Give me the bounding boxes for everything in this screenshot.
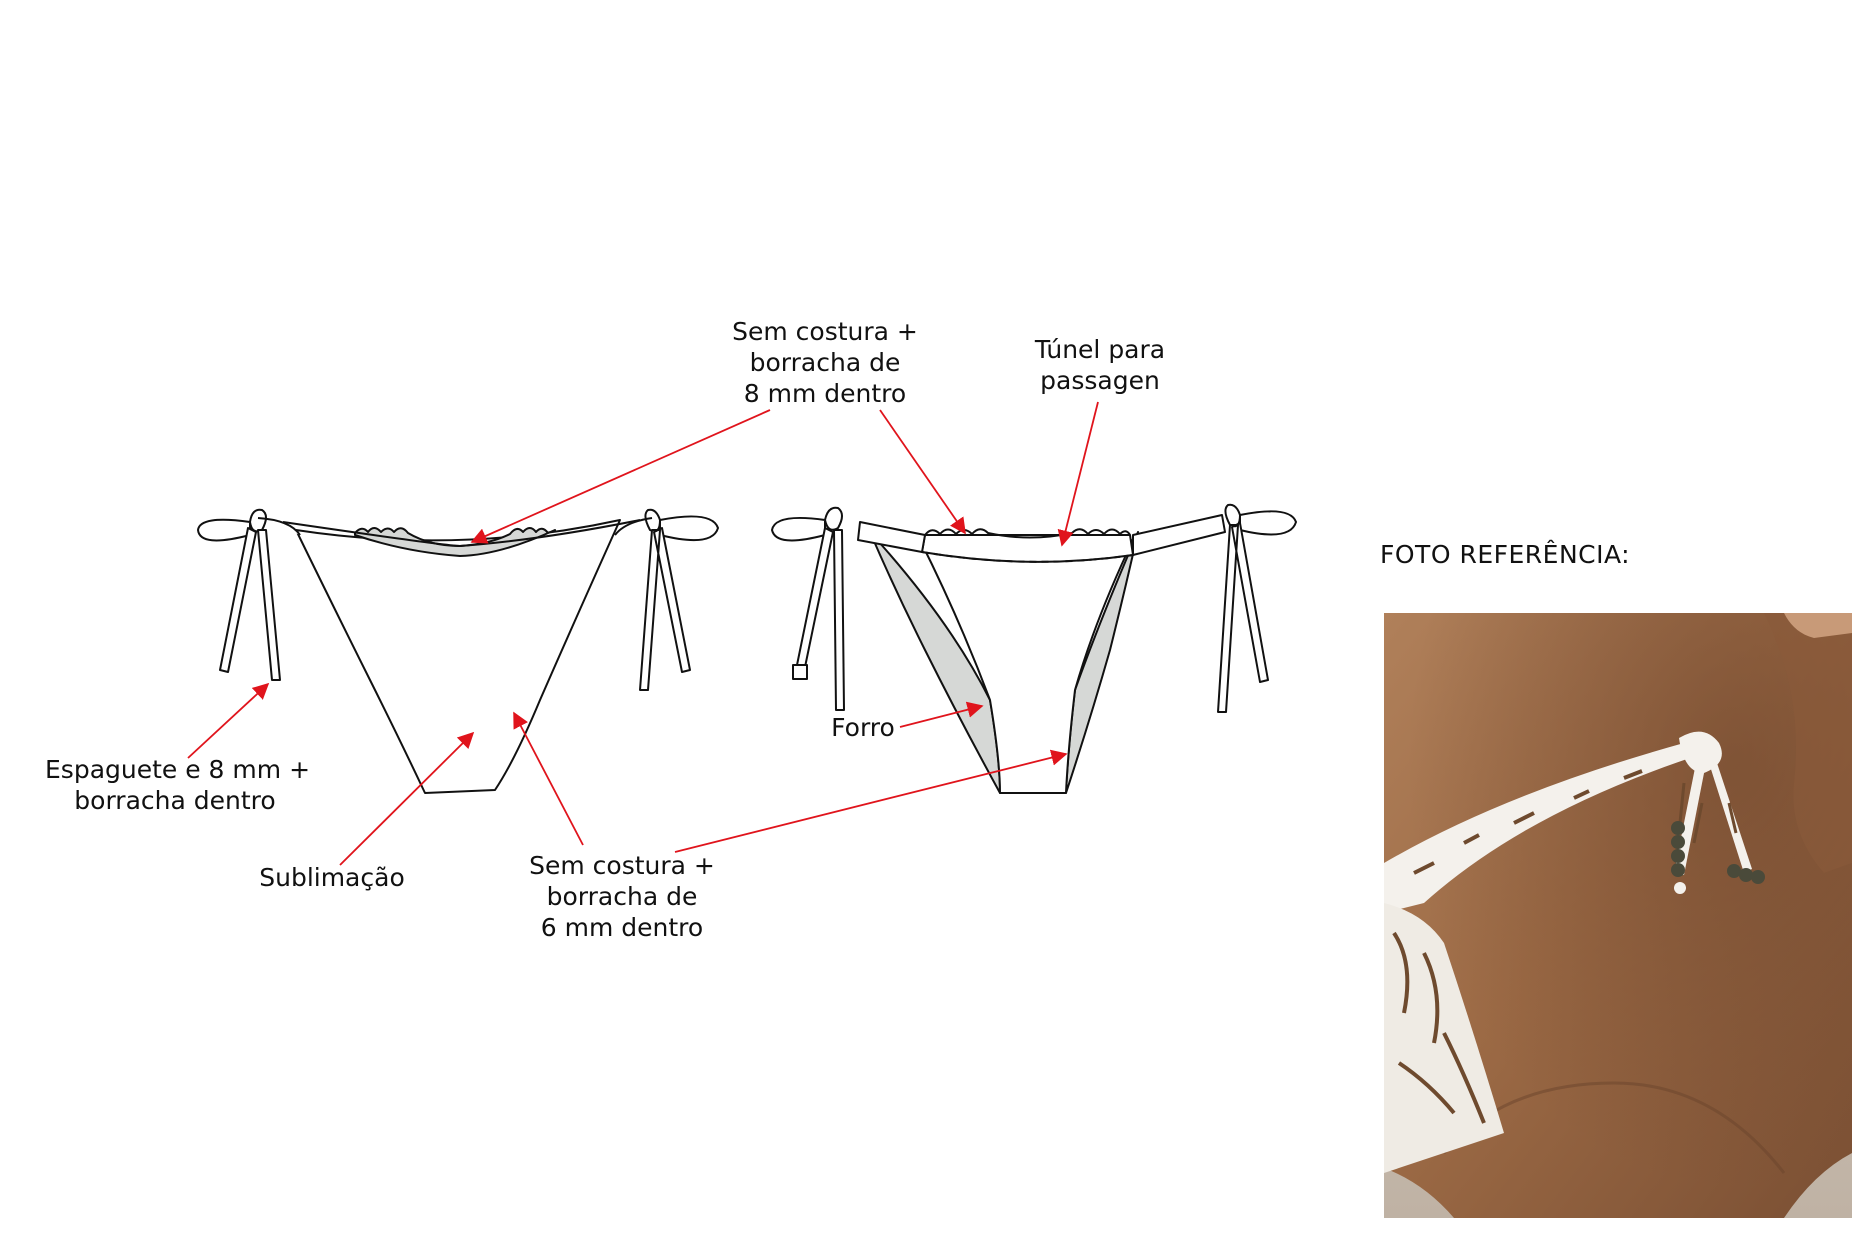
label-lining: Forro (831, 713, 895, 742)
arrow-leg-seam-front (513, 711, 584, 846)
front-body (295, 519, 621, 794)
back-right-bow (1224, 503, 1297, 536)
back-left-tie (796, 527, 845, 711)
front-right-tie (639, 527, 691, 691)
label-sublimation: Sublimação (259, 863, 405, 892)
back-tunnel-stitch (921, 551, 1134, 563)
back-waist-ruffle (924, 528, 1131, 539)
arrow-tunnel (1057, 401, 1099, 547)
back-right-tie (1217, 522, 1269, 713)
reference-photo (1384, 613, 1852, 1218)
back-view (771, 503, 1297, 794)
arrow-lining (899, 701, 984, 728)
annotation-arrows (187, 401, 1099, 866)
label-tunnel: Túnel para passagen (1034, 335, 1166, 395)
arrow-spaghetti (187, 682, 270, 759)
reference-photo-title: FOTO REFERÊNCIA: (1380, 540, 1631, 569)
arrow-back-top-seam (879, 409, 966, 535)
front-view (197, 508, 719, 794)
arrow-leg-seam-back (674, 749, 1068, 853)
back-left-bead (792, 664, 808, 680)
front-right-bow (614, 508, 719, 542)
label-spaghetti: Espaguete e 8 mm + borracha dentro (45, 755, 311, 815)
arrow-front-top-seam (470, 409, 771, 544)
front-waist-ruffle (354, 527, 556, 557)
label-leg-seam: Sem costura + borracha de 6 mm dentro (529, 851, 715, 942)
label-front-top-seam: Sem costura + borracha de 8 mm dentro (732, 317, 918, 408)
front-left-tie (219, 527, 281, 681)
arrow-sublimation (339, 731, 475, 866)
